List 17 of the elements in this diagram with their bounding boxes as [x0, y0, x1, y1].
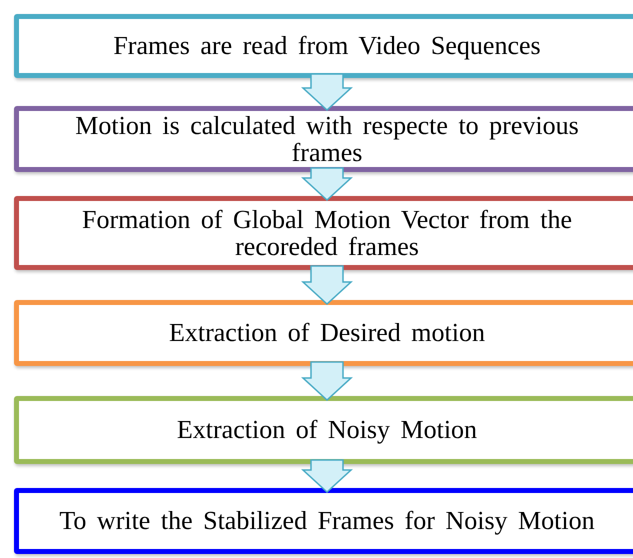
step-text: Extraction of Desired motion: [169, 319, 485, 347]
process-box: [14, 300, 633, 366]
block-arrow: [301, 361, 353, 402]
block-arrow: [301, 73, 353, 112]
process-box: [14, 488, 633, 554]
step-text: Motion is calculated with respecte to previous frames: [74, 112, 580, 166]
step-text: Formation of Global Motion Vector from the recoreded frames: [80, 206, 573, 260]
process-box: [14, 106, 633, 172]
block-arrow: [301, 167, 353, 202]
step-text: To write the Stabilized Frames for Noisy Motion: [59, 507, 595, 535]
block-arrow: [301, 459, 353, 494]
block-arrow: [301, 265, 353, 306]
process-box: [14, 396, 633, 464]
step-text: Frames are read from Video Sequences: [113, 32, 541, 60]
process-box: [14, 196, 633, 270]
process-box: [14, 14, 633, 78]
step-text: Extraction of Noisy Motion: [176, 416, 478, 444]
